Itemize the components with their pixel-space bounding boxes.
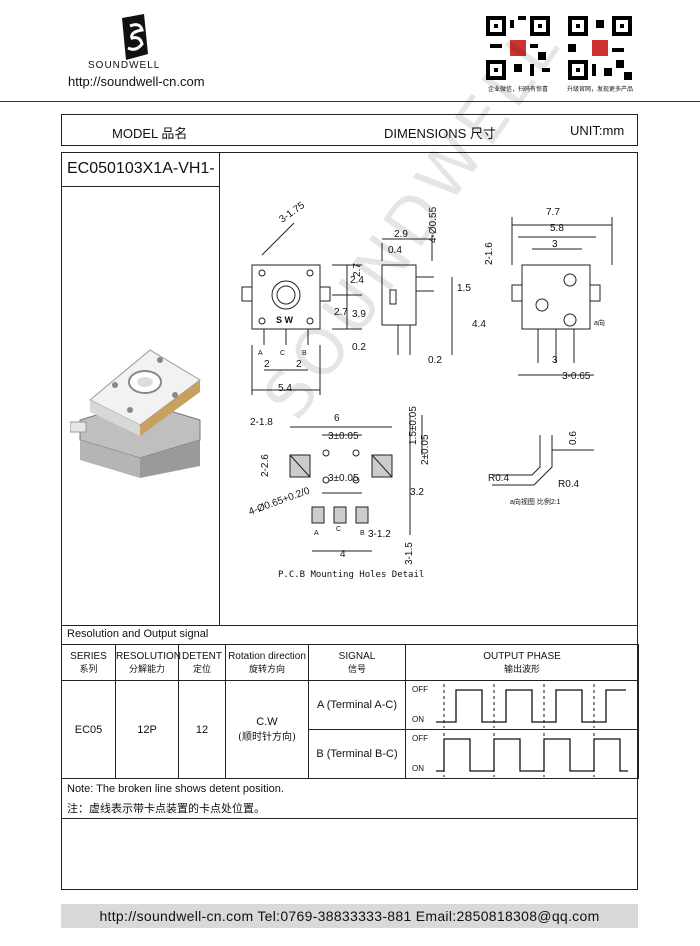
svg-text:3: 3 [552,355,558,366]
svg-text:2.4: 2.4 [350,275,364,286]
svg-text:3.2: 3.2 [410,487,424,498]
svg-text:0.2: 0.2 [352,342,366,353]
svg-text:3-0.65: 3-0.65 [562,371,591,382]
signal-a-cell: A (Terminal A-C) [308,680,406,730]
rotation-cell: C.W(顺时针方向) [225,680,309,779]
svg-text:0.6: 0.6 [568,431,579,445]
svg-text:6: 6 [334,413,340,424]
detent-cell: 12 [178,680,226,779]
off-label: OFF [412,685,428,694]
resolution-cell: 12P [115,680,179,779]
svg-text:3-1.5: 3-1.5 [404,542,415,565]
waveform-b [436,733,628,777]
phase-a-cell: OFF ON [405,680,639,730]
svg-text:2: 2 [296,359,302,370]
svg-text:0.4: 0.4 [388,245,402,256]
qr-code-icon [568,16,632,80]
encoder-3d-render [70,349,201,478]
svg-text:C: C [336,526,341,533]
svg-text:2-1.6: 2-1.6 [484,242,495,265]
svg-text:S W: S W [276,315,294,325]
soundwell-logo-icon [122,14,148,60]
model-divider [61,186,219,187]
svg-text:3-1.75: 3-1.75 [277,200,307,226]
brand-name: SOUNDWELL [88,60,161,71]
svg-text:3-1.2: 3-1.2 [368,529,391,540]
footer-contact: http://soundwell-cn.com Tel:0769-3883333… [61,904,638,928]
svg-text:A: A [258,350,263,357]
signal-section-title: Resolution and Output signal [67,628,209,640]
model-label: MODEL 品名 [112,126,188,141]
svg-text:2.9: 2.9 [394,229,408,240]
signal-b-cell: B (Terminal B-C) [308,729,406,779]
pcb-caption: P.C.B Mounting Holes Detail [278,570,425,580]
svg-text:4: 4 [340,549,346,560]
svg-text:3: 3 [552,239,558,250]
svg-text:C: C [280,350,285,357]
svg-text:2.7: 2.7 [352,263,363,277]
svg-text:B: B [302,350,307,357]
qr-left-caption: 企业微信，扫码有惊喜 [487,87,548,93]
svg-text:0.2: 0.2 [428,355,442,366]
svg-text:4-Ø0.55: 4-Ø0.55 [428,206,439,243]
qr-right-caption: 升级官网，发现更多产品 [566,87,633,93]
svg-text:2-2.6: 2-2.6 [260,454,271,477]
frame-divider [219,152,220,626]
svg-text:1.5: 1.5 [457,283,471,294]
svg-text:R0.4: R0.4 [558,479,580,490]
svg-text:5.8: 5.8 [550,223,564,234]
on-label: ON [412,764,424,773]
header-rule [0,101,700,102]
title-row: MODEL 品名 DIMENSIONS 尺寸 UNIT:mm [61,114,638,146]
svg-text:2.7: 2.7 [334,307,348,318]
svg-text:2±0.05: 2±0.05 [420,434,431,465]
section-rule [61,625,638,626]
phase-b-cell: OFF ON [405,729,639,779]
note-bottom-rule [61,818,638,819]
unit-label: UNIT:mm [570,123,625,138]
svg-text:a向: a向 [594,318,605,327]
svg-text:B: B [360,530,365,537]
svg-text:2-1.8: 2-1.8 [250,417,273,428]
note-rule [61,778,638,779]
svg-text:4.4: 4.4 [472,319,486,330]
svg-text:3.9: 3.9 [352,309,366,320]
qr-code-icon [486,16,550,80]
model-code: EC050103X1A-VH1- [67,160,215,177]
svg-text:7.7: 7.7 [546,207,560,218]
on-label: ON [412,715,424,724]
waveform-a [436,684,626,728]
drawing-frame [61,152,638,890]
svg-text:5.4: 5.4 [278,383,292,394]
dimensions-label: DIMENSIONS 尺寸 [384,126,496,141]
svg-text:2: 2 [264,359,270,370]
svg-text:1.5±0.05: 1.5±0.05 [408,406,419,445]
svg-text:A: A [314,530,319,537]
series-cell: EC05 [61,680,116,779]
svg-text:3±0.05: 3±0.05 [328,431,359,442]
note-en: Note: The broken line shows detent posit… [67,783,284,795]
off-label: OFF [412,734,428,743]
view-caption: a向视图 比例2:1 [510,499,561,506]
header-url[interactable]: http://soundwell-cn.com [68,74,205,89]
note-cn: 注：虚线表示带卡点装置的卡点处位置。 [67,802,265,815]
svg-text:R0.4: R0.4 [488,473,510,484]
svg-text:3±0.05: 3±0.05 [328,473,359,484]
svg-text:4-Ø0.65+0.2/0: 4-Ø0.65+0.2/0 [247,485,312,517]
